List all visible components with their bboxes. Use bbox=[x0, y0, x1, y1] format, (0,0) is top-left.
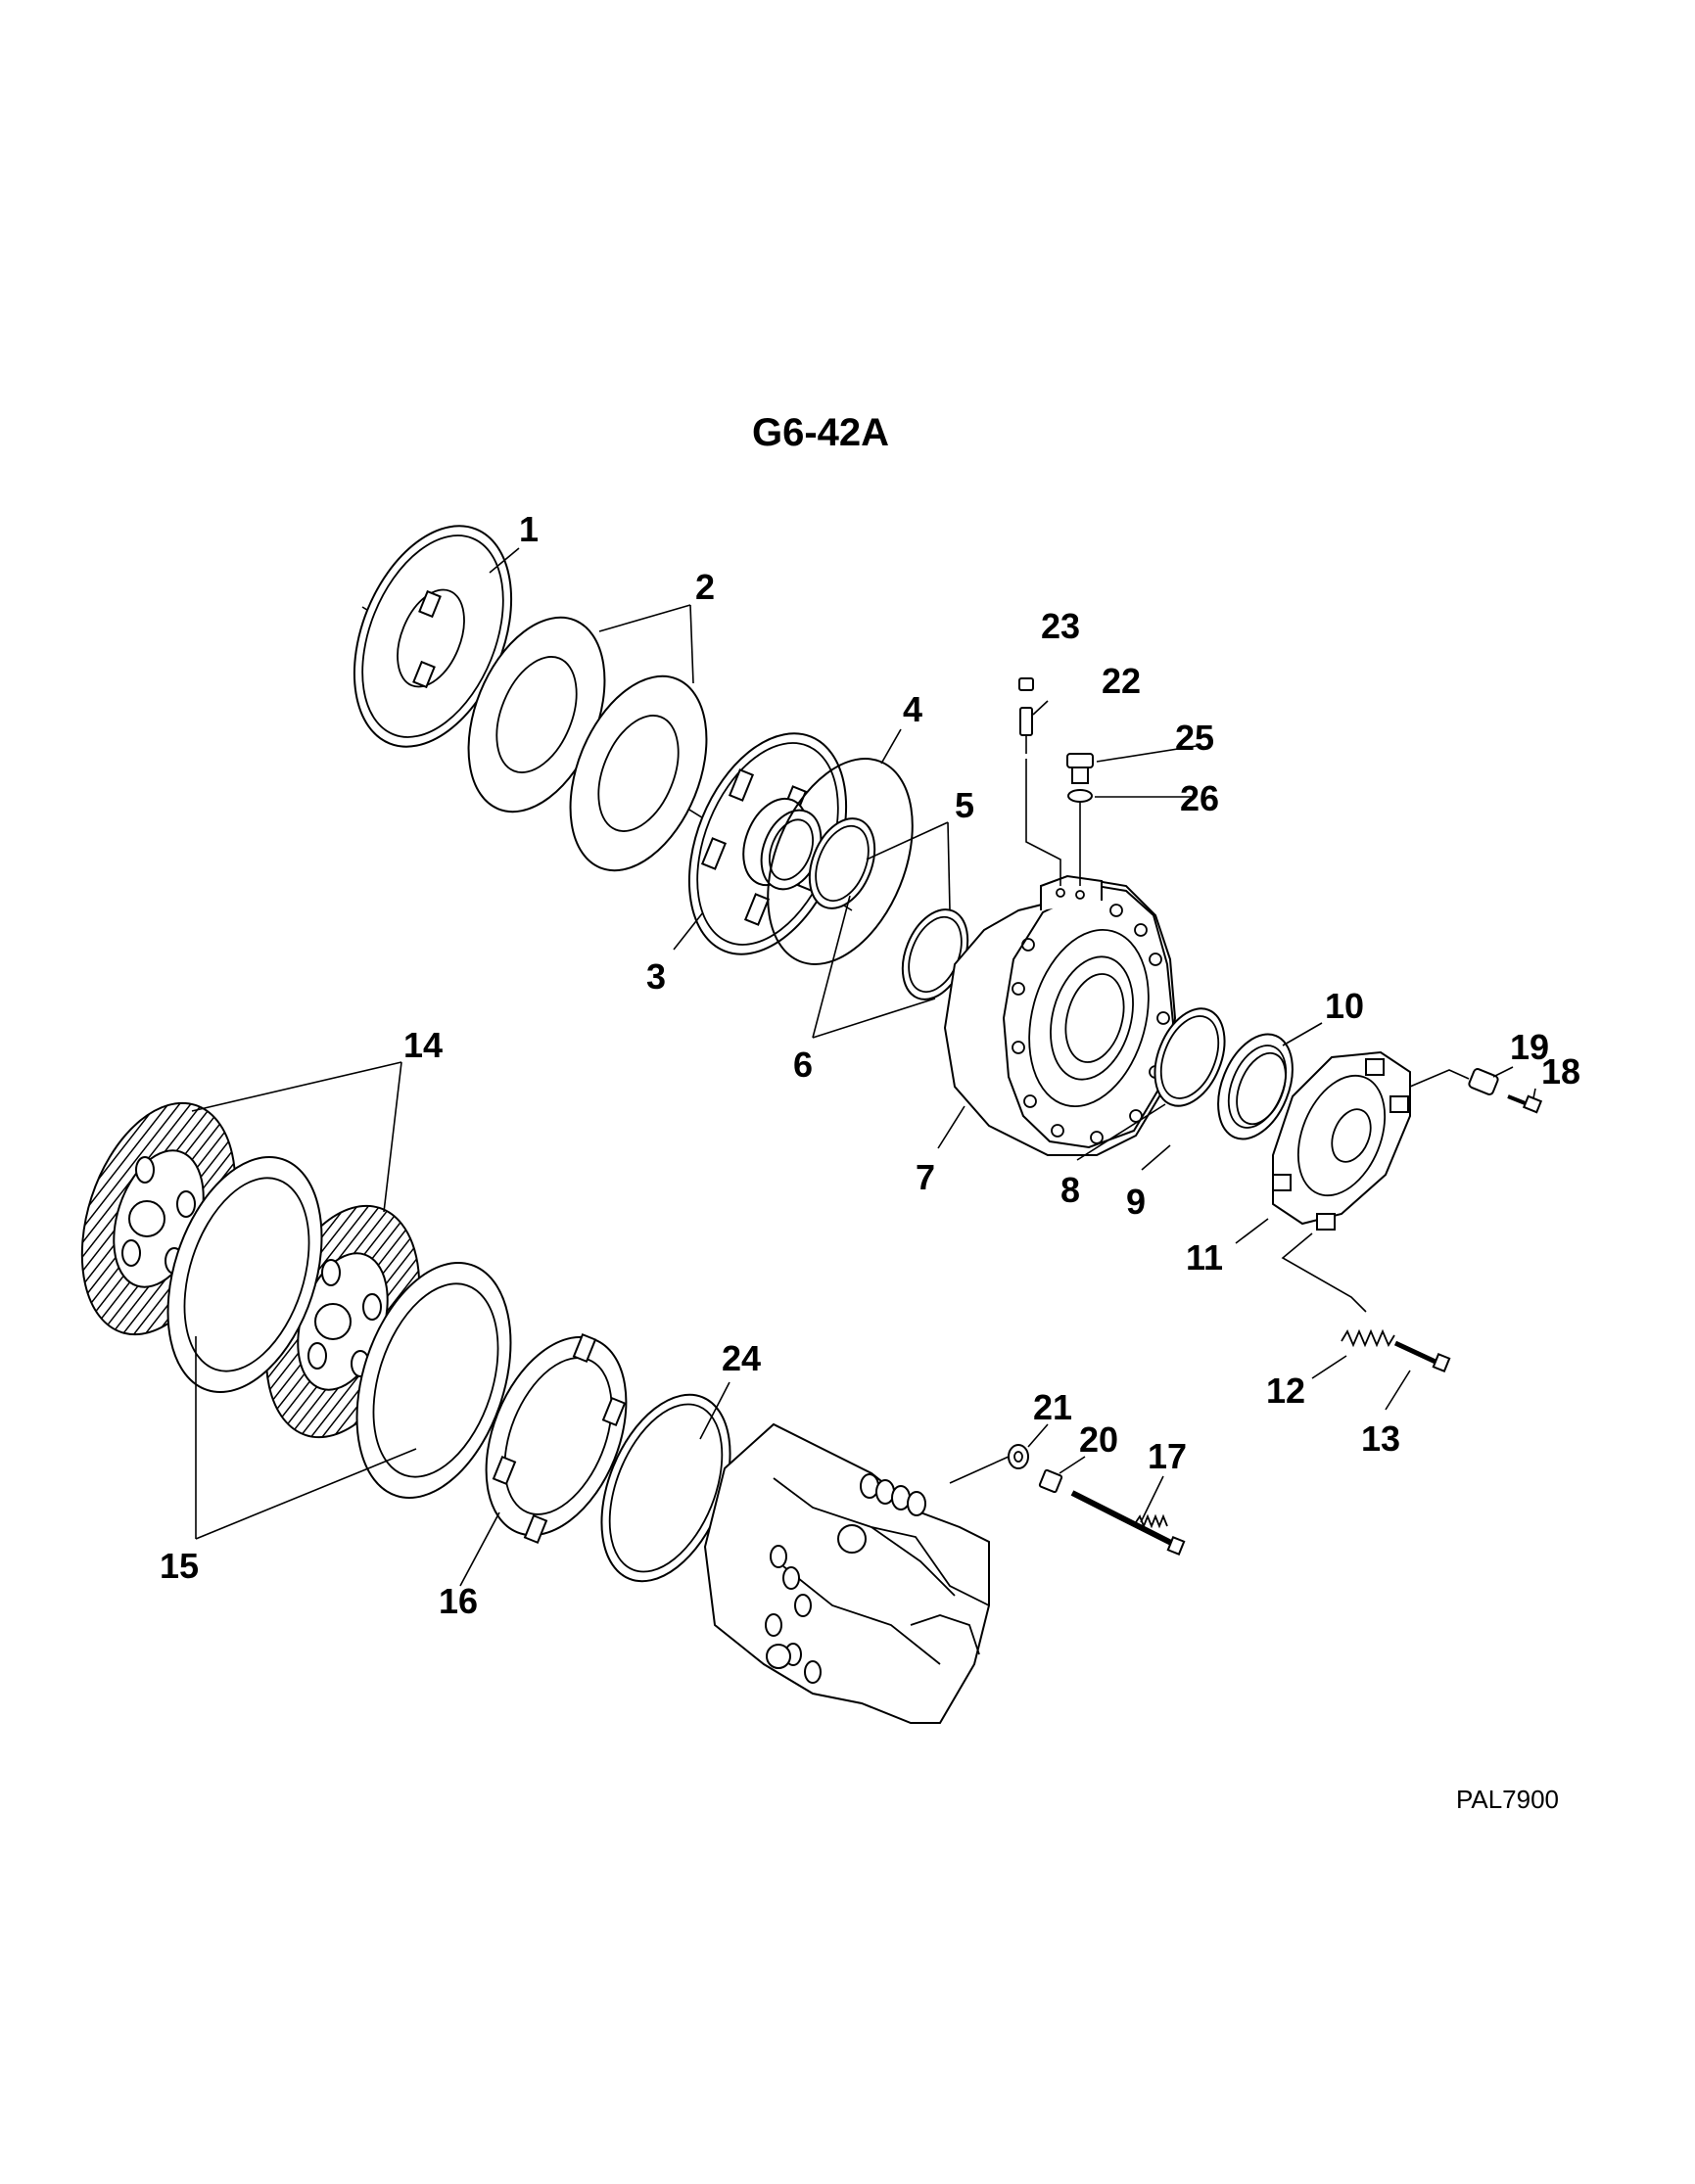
part-22-bleeder bbox=[1019, 707, 1033, 754]
part-4-disc bbox=[767, 758, 914, 965]
part-3-piston bbox=[687, 732, 848, 955]
callout-16: 16 bbox=[439, 1581, 478, 1621]
callout-15: 15 bbox=[160, 1546, 199, 1586]
part-16-spacer bbox=[485, 1332, 628, 1545]
part-20-nut bbox=[1038, 1468, 1063, 1494]
part-12-spring bbox=[1341, 1328, 1395, 1348]
part-7-housing bbox=[943, 874, 1177, 1156]
leader-cover-12 bbox=[1281, 1232, 1367, 1313]
part-21-washer bbox=[1008, 1444, 1029, 1469]
callout-13: 13 bbox=[1361, 1418, 1400, 1459]
drawing-code: PAL7900 bbox=[1456, 1785, 1559, 1814]
diagram-title: G6-42A bbox=[752, 411, 889, 454]
part-23-cap bbox=[1018, 677, 1034, 691]
part-5-6-seals bbox=[808, 817, 969, 1000]
callout-2: 2 bbox=[695, 567, 715, 607]
callout-12: 12 bbox=[1266, 1371, 1305, 1411]
part-1-plate bbox=[353, 525, 513, 748]
part-15-separator-plates bbox=[166, 1155, 512, 1500]
callout-10: 10 bbox=[1325, 986, 1364, 1026]
callout-numbers: 1 2 3 4 5 6 7 8 9 10 11 12 13 14 15 16 1… bbox=[160, 509, 1580, 1621]
callout-19: 19 bbox=[1510, 1027, 1549, 1067]
callout-5: 5 bbox=[955, 785, 974, 825]
part-9-10-seals bbox=[1217, 1033, 1294, 1140]
callout-7: 7 bbox=[916, 1157, 935, 1197]
part-17-stud bbox=[1070, 1490, 1186, 1557]
callout-8: 8 bbox=[1060, 1170, 1080, 1210]
callout-1: 1 bbox=[519, 509, 539, 549]
part-24-gasket bbox=[600, 1393, 731, 1583]
leader-22-housing bbox=[1025, 759, 1061, 886]
part-18-bolt bbox=[1507, 1094, 1543, 1114]
callout-14: 14 bbox=[403, 1025, 443, 1065]
part-26-washer bbox=[1067, 789, 1093, 803]
callout-17: 17 bbox=[1148, 1436, 1187, 1476]
axle-housing bbox=[703, 1422, 990, 1724]
callout-23: 23 bbox=[1041, 606, 1080, 646]
callout-21: 21 bbox=[1033, 1387, 1072, 1427]
callout-26: 26 bbox=[1180, 778, 1219, 818]
callout-leaders bbox=[191, 547, 1536, 1587]
leader-21-housing bbox=[949, 1456, 1010, 1484]
part-13-pin bbox=[1393, 1340, 1451, 1373]
callout-11: 11 bbox=[1186, 1237, 1223, 1278]
callout-3: 3 bbox=[646, 956, 666, 997]
callout-20: 20 bbox=[1079, 1419, 1118, 1460]
part-19-sleeve bbox=[1468, 1068, 1499, 1095]
callout-22: 22 bbox=[1102, 661, 1141, 701]
part-2-shims bbox=[467, 616, 708, 872]
callout-4: 4 bbox=[903, 689, 922, 729]
callout-25: 25 bbox=[1175, 718, 1214, 758]
part-11-cover bbox=[1272, 1050, 1411, 1231]
part-25-plug bbox=[1066, 753, 1094, 784]
leader-19-cover bbox=[1409, 1069, 1470, 1088]
callout-24: 24 bbox=[722, 1338, 761, 1378]
callout-6: 6 bbox=[793, 1045, 813, 1085]
callout-9: 9 bbox=[1126, 1182, 1146, 1222]
part-8-ring bbox=[1154, 1007, 1226, 1107]
callout-18: 18 bbox=[1541, 1051, 1580, 1092]
